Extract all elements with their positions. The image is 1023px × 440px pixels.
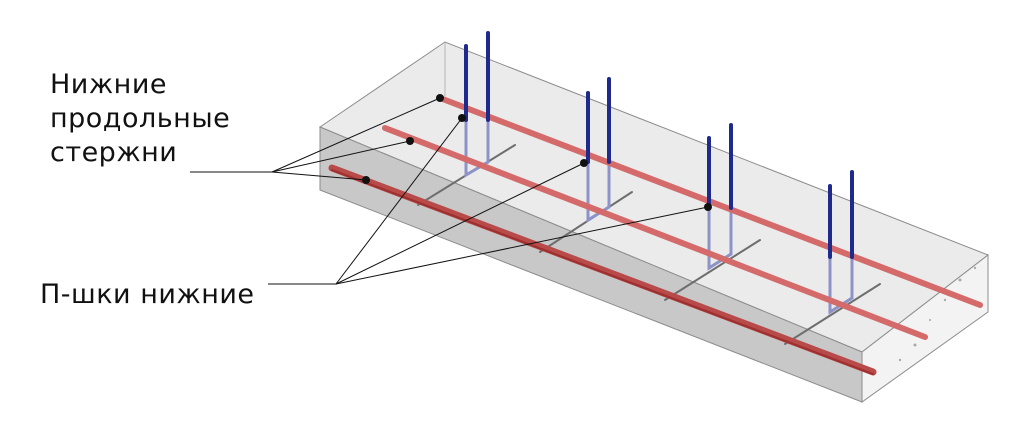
leader-dot (362, 176, 370, 184)
leader-line-bars (271, 140, 411, 173)
leader-line-u (335, 162, 585, 285)
u-bar-embedded (464, 118, 490, 178)
cross-bar (664, 239, 761, 301)
cross-bar (784, 283, 881, 345)
concrete-block (318, 41, 990, 403)
cross-bar (539, 191, 633, 253)
longitudinal-bar-near (328, 164, 877, 376)
longitudinal-bar-middle (382, 125, 928, 340)
concrete-end-face (861, 253, 989, 403)
texture-speck (943, 298, 947, 302)
texture-speck (958, 278, 962, 282)
leader-dot (580, 159, 588, 167)
leader-line-u (335, 117, 463, 285)
texture-speck (913, 343, 917, 347)
texture-speck (973, 266, 977, 270)
concrete-texture (898, 266, 977, 362)
u-bar-embedded (707, 206, 733, 271)
label-line: продольные (50, 103, 231, 134)
label-line: Нижние (50, 69, 167, 100)
leader-dot (704, 203, 712, 211)
leader-dot (458, 114, 466, 122)
cross-bars (417, 144, 881, 345)
leader-dots (362, 94, 712, 211)
leader-line-bars (271, 171, 367, 181)
leader-dot (406, 137, 414, 145)
leader-line-bars (271, 97, 441, 173)
leader-dot (436, 94, 444, 102)
leader-line-u (335, 206, 709, 285)
texture-speck (929, 319, 931, 321)
u-bars-exposed (464, 31, 854, 259)
texture-speck (898, 358, 902, 362)
longitudinal-bar-near-shade (331, 169, 874, 375)
leader-lines (190, 97, 709, 285)
label-bottom-u-bars: П-шки нижние (40, 279, 255, 310)
label-line: стержни (50, 137, 178, 168)
label-bottom-longitudinal-bars: Нижние продольные стержни (50, 68, 230, 170)
